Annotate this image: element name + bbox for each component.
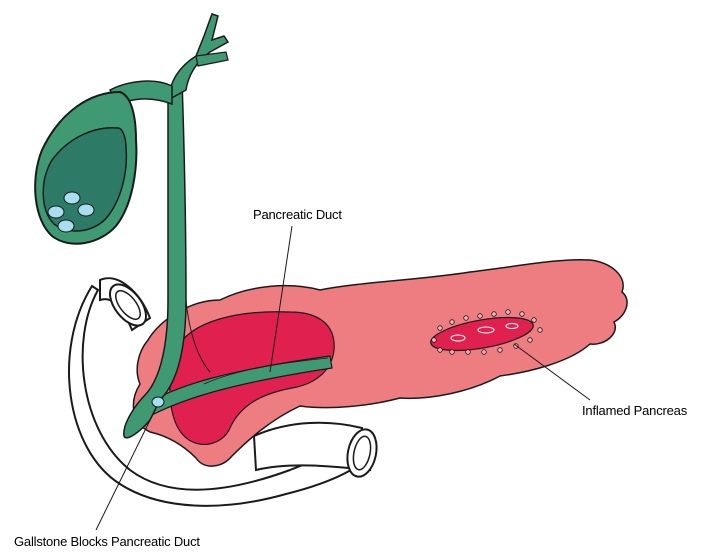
blocking-gallstone	[152, 397, 164, 407]
inflamed-pancreas-label: Inflamed Pancreas	[582, 403, 687, 418]
pancreatic-duct-label: Pancreatic Duct	[253, 207, 342, 222]
gallstone-blocks-label: Gallstone Blocks Pancreatic Duct	[14, 534, 200, 549]
